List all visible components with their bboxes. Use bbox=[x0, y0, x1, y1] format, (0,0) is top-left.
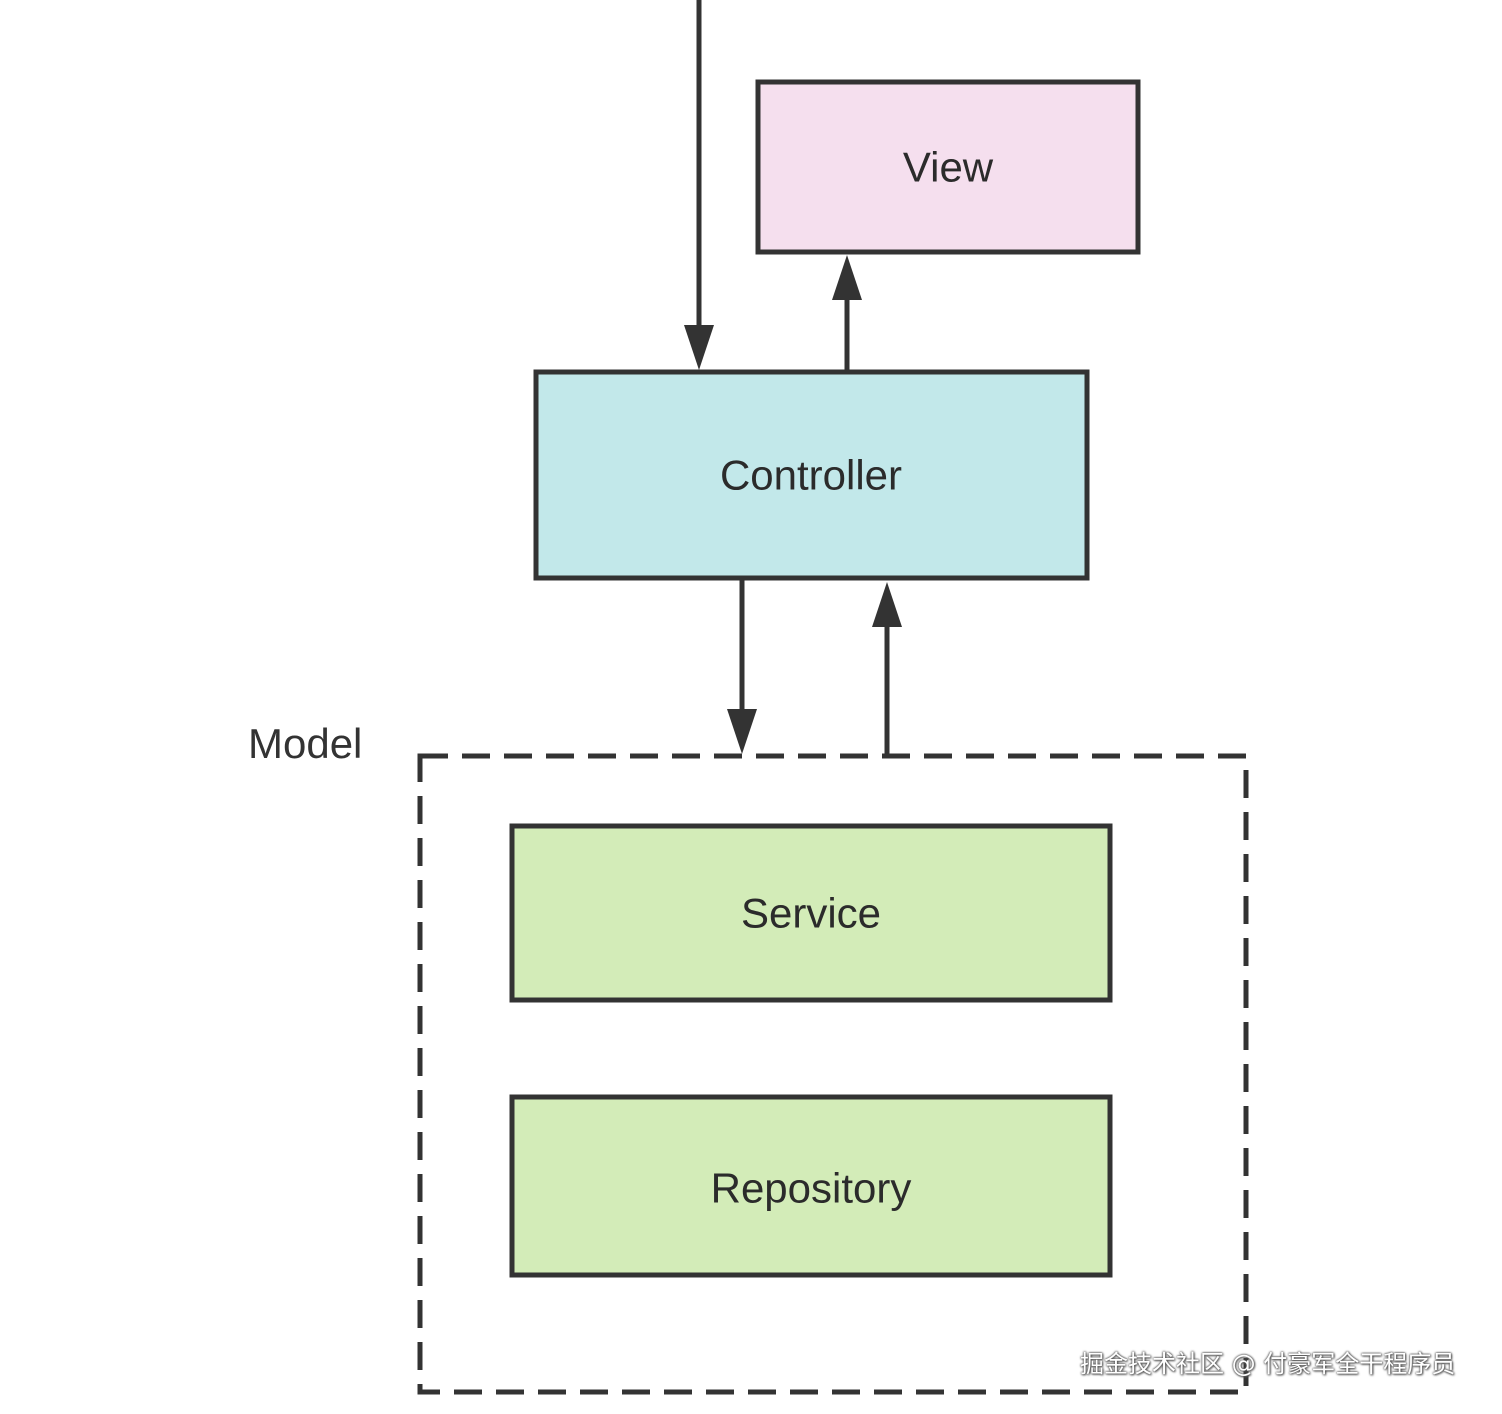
edge-model-to-controller bbox=[872, 582, 902, 754]
edge-model-to-controller-arrowhead bbox=[872, 582, 902, 627]
view-node: View bbox=[755, 79, 1141, 255]
edge-controller-to-view bbox=[832, 255, 862, 372]
edge-controller-to-model bbox=[727, 578, 757, 754]
controller-box bbox=[533, 369, 1090, 581]
watermark: 掘金技术社区 @ 付豪军全干程序员 bbox=[1080, 1350, 1456, 1378]
model-group-box bbox=[417, 753, 1249, 1395]
view-label: View bbox=[903, 144, 994, 191]
service-box bbox=[509, 823, 1113, 1003]
repository-box bbox=[509, 1094, 1113, 1278]
model-group-label: Model bbox=[248, 720, 362, 767]
repository-label: Repository bbox=[711, 1165, 912, 1212]
service-label: Service bbox=[741, 890, 881, 937]
controller-node: Controller bbox=[533, 369, 1090, 581]
edge-outside-to-controller-arrowhead bbox=[684, 325, 714, 370]
service-node: Service bbox=[509, 823, 1113, 1003]
controller-label: Controller bbox=[720, 452, 902, 499]
edge-controller-to-view-arrowhead bbox=[832, 255, 862, 300]
repository-node: Repository bbox=[509, 1094, 1113, 1278]
edge-outside-to-controller bbox=[684, 0, 714, 370]
edge-controller-to-model-arrowhead bbox=[727, 709, 757, 754]
view-box bbox=[755, 79, 1141, 255]
